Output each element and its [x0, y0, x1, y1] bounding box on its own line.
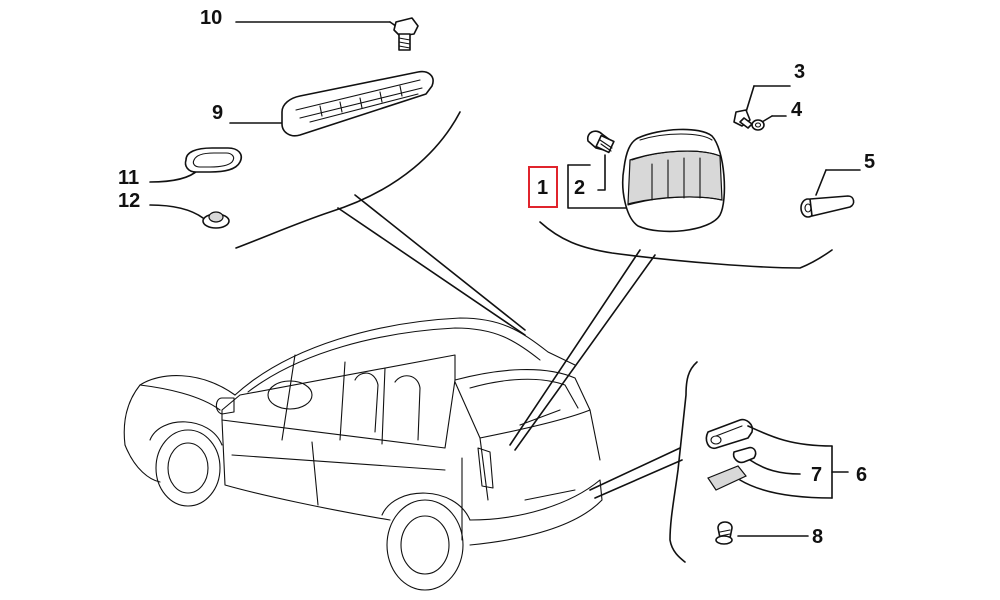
- callout-label-5[interactable]: 5: [864, 151, 875, 173]
- callout-label-7[interactable]: 7: [811, 464, 822, 486]
- part-1-tail-light[interactable]: [621, 128, 726, 233]
- part-8-screw[interactable]: [715, 521, 809, 545]
- callout-label-11[interactable]: 11: [118, 167, 139, 189]
- callout-label-1[interactable]: 1: [537, 177, 548, 199]
- callout-label-9[interactable]: 9: [212, 102, 223, 124]
- part-10-bolt[interactable]: [235, 17, 419, 51]
- car-illustration: [123, 317, 603, 591]
- callout-label-6[interactable]: 6: [856, 464, 867, 486]
- callout-label-10[interactable]: 10: [200, 7, 222, 29]
- callout-label-12[interactable]: 12: [118, 190, 140, 212]
- leader-lines: [235, 111, 833, 563]
- highlight-box: [528, 166, 558, 208]
- part-2-bulb[interactable]: [567, 130, 633, 209]
- part-7-lamp-lens[interactable]: [705, 418, 757, 491]
- callout-label-2[interactable]: 2: [574, 177, 585, 199]
- part-4-washer[interactable]: [751, 115, 787, 131]
- callout-label-4[interactable]: 4: [791, 99, 803, 121]
- callout-brackets-6-7[interactable]: [739, 425, 849, 499]
- callout-label-3[interactable]: 3: [794, 61, 805, 83]
- part-9-brake-light[interactable]: [229, 70, 434, 137]
- part-11-grommet[interactable]: [149, 147, 243, 183]
- part-3-screw[interactable]: [733, 85, 791, 129]
- callout-label-8[interactable]: 8: [812, 526, 823, 548]
- callout-labels: 10 9 11 12 1 2 3 4 5 7 6 8: [118, 7, 875, 548]
- part-5-pin[interactable]: [800, 169, 861, 218]
- part-12-nut[interactable]: [149, 204, 230, 229]
